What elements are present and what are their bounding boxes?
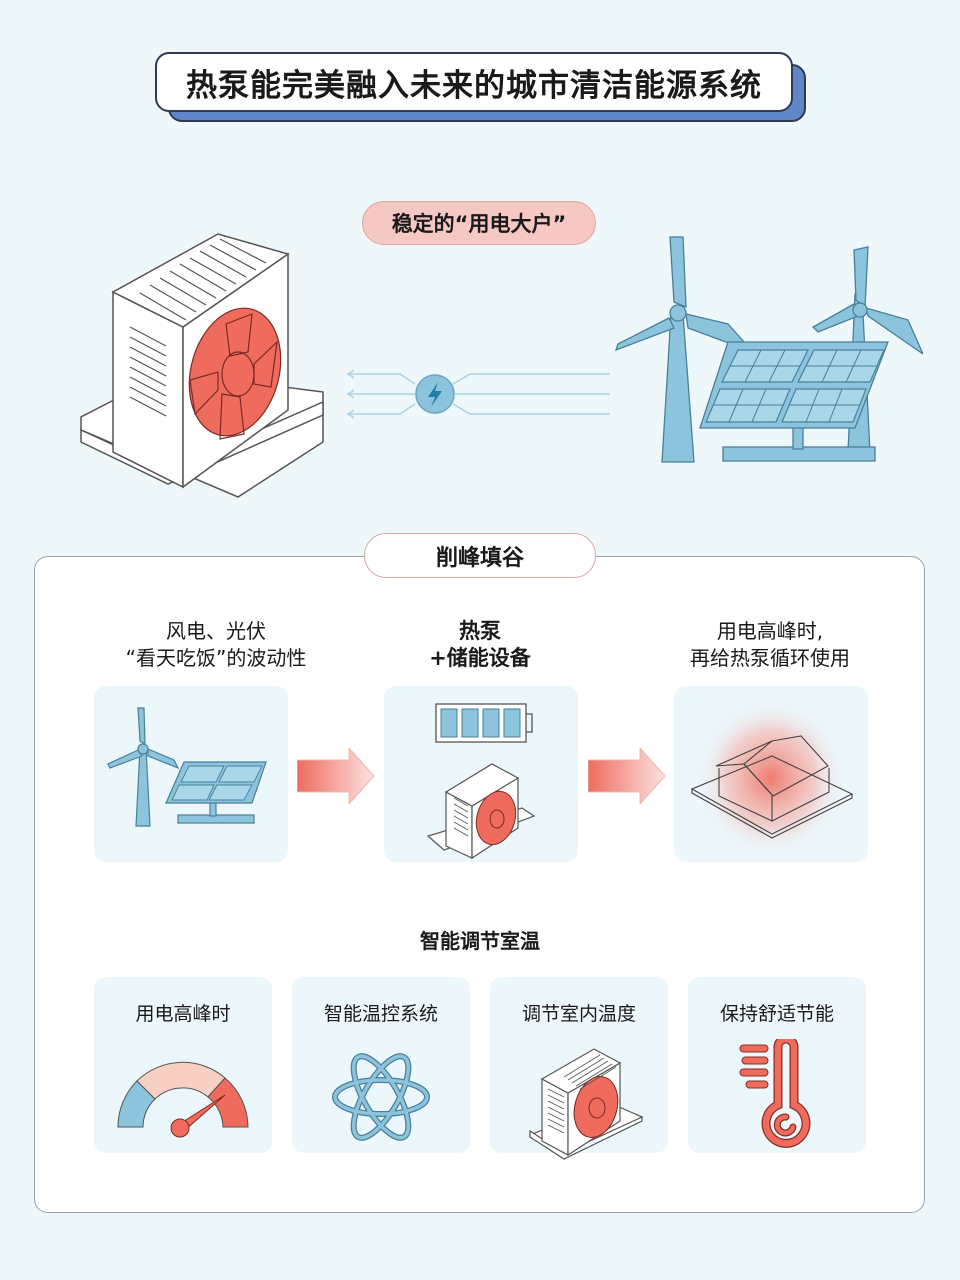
peak-shaving-badge: 削峰填谷: [364, 533, 596, 578]
step-3-text: 用电高峰时, 再给热泵循环使用: [690, 619, 850, 670]
card-adjust-temp: 调节室内温度: [490, 977, 668, 1160]
thermometer-icon: [739, 1039, 811, 1148]
step-3-card: [674, 686, 868, 862]
card-peak-time: 用电高峰时: [94, 977, 272, 1153]
step-1-text: 风电、光伏 “看天吃饭”的波动性: [125, 619, 307, 670]
wind-solar-icon: [614, 236, 923, 463]
page-title: 热泵能完美融入未来的城市清洁能源系统: [155, 52, 793, 112]
battery-heat-pump-icon: [426, 703, 536, 860]
right-arrow-icon: [297, 748, 375, 804]
smart-temp-title: 智能调节室温: [420, 929, 540, 953]
wind-solar-icon: [107, 707, 267, 827]
heat-pump-icon: [80, 233, 324, 498]
step-2-card: [384, 686, 578, 862]
gauge-icon: [117, 1061, 249, 1138]
warm-house-icon: [690, 700, 854, 856]
card-comfort-saving: 保持舒适节能: [688, 977, 866, 1153]
heat-pump-icon: [528, 1048, 644, 1160]
card-smart-control: 智能温控系统: [292, 977, 470, 1153]
atom-icon: [332, 1053, 430, 1141]
right-arrow-icon: [588, 748, 666, 804]
power-flow-lines: [346, 369, 610, 419]
stable-consumer-badge: 稳定的“用电大户”: [362, 201, 596, 245]
step-2-text: 热泵 +储能设备: [429, 619, 531, 670]
step-1-card: [94, 686, 288, 862]
